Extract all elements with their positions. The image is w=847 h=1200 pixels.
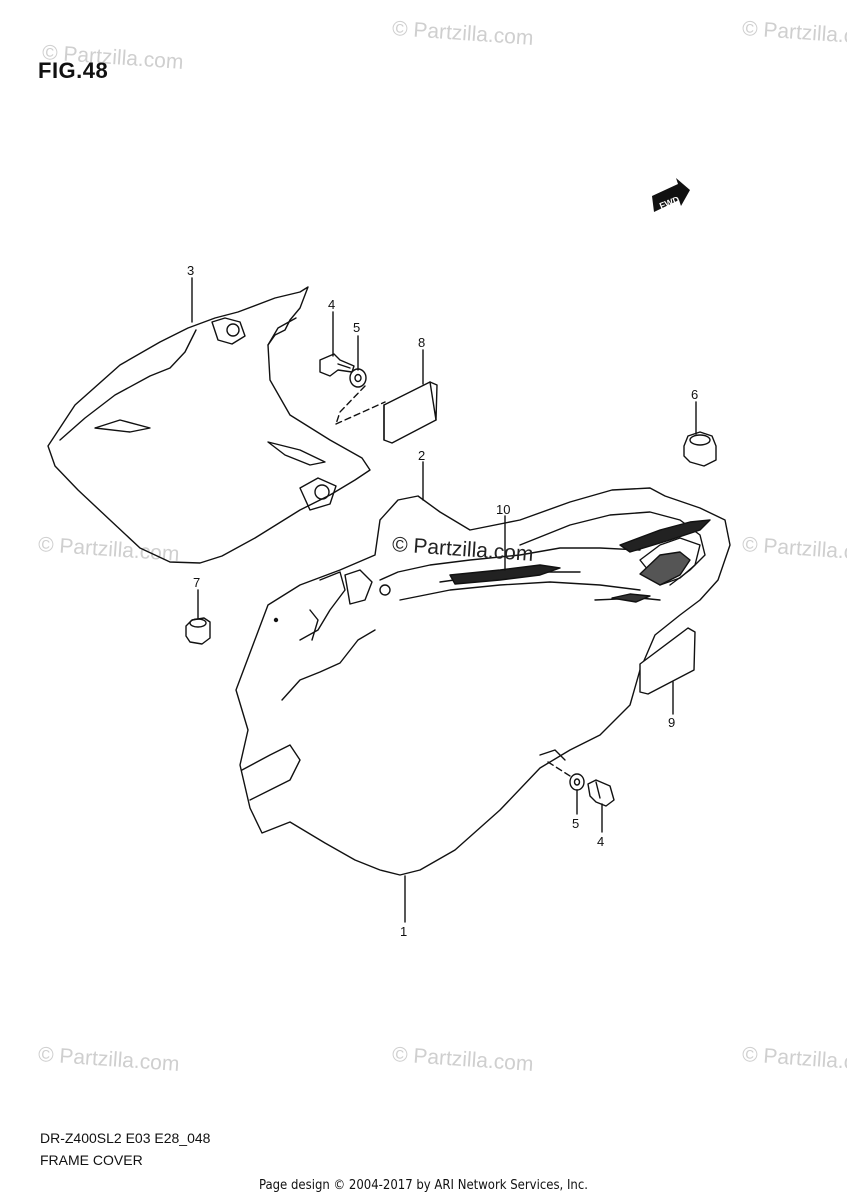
part-8-pad <box>383 381 438 444</box>
callout-7: 7 <box>193 575 200 590</box>
callout-3: 3 <box>187 263 194 278</box>
part-9-pad <box>639 627 696 695</box>
callout-4-lower: 4 <box>597 834 604 849</box>
callout-5-upper: 5 <box>353 320 360 335</box>
fwd-arrow-icon: FWD <box>652 178 690 212</box>
callout-10: 10 <box>496 502 510 517</box>
part-10-decal <box>449 519 711 603</box>
callout-5-lower: 5 <box>572 816 579 831</box>
part-4-bolt-upper <box>319 353 355 377</box>
figure-title: FIG.48 <box>38 58 109 83</box>
part-7-grommet <box>185 617 211 645</box>
callout-4-upper: 4 <box>328 297 335 312</box>
diagram-caption: FRAME COVER <box>40 1152 143 1168</box>
part-5-washer-lower <box>569 773 585 791</box>
callout-8: 8 <box>418 335 425 350</box>
part-5-washer-upper <box>349 368 367 388</box>
part-4-bolt-lower <box>587 779 615 807</box>
callout-2: 2 <box>418 448 425 463</box>
model-code: DR-Z400SL2 E03 E28_048 <box>40 1130 211 1146</box>
part-6-grommet <box>683 431 717 467</box>
callout-1: 1 <box>400 924 407 939</box>
callout-9: 9 <box>668 715 675 730</box>
part-3-side-cover <box>47 286 371 564</box>
callout-6: 6 <box>691 387 698 402</box>
page-footer: Page design © 2004-2017 by ARI Network S… <box>259 1178 588 1193</box>
